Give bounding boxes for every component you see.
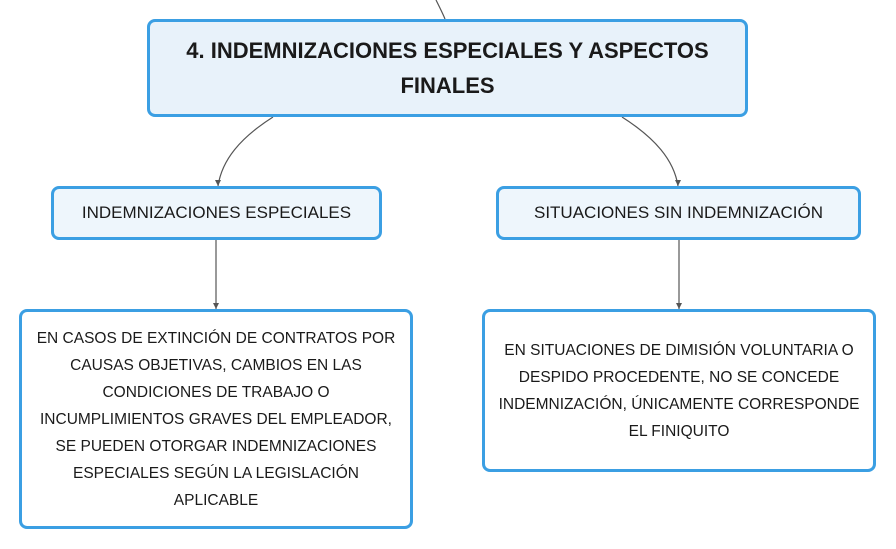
arrowhead-right-branch xyxy=(675,180,681,186)
arrowhead-right-detail xyxy=(676,303,682,309)
branch-title-indemnizaciones-especiales: INDEMNIZACIONES ESPECIALES xyxy=(81,203,352,222)
connector-parent-to-main xyxy=(435,0,446,20)
main-topic-node[interactable]: 4. INDEMNIZACIONES ESPECIALES Y ASPECTOS… xyxy=(147,19,748,117)
branch-node-indemnizaciones-especiales[interactable]: INDEMNIZACIONES ESPECIALES xyxy=(51,186,382,240)
detail-text-situaciones-sin-indemnizacion: EN SITUACIONES DE DIMISIÓN VOLUNTARIA O … xyxy=(498,341,860,440)
arrowhead-left-detail xyxy=(213,303,219,309)
branch-title-situaciones-sin-indemnizacion: SITUACIONES SIN INDEMNIZACIÓN xyxy=(533,203,824,222)
detail-text-indemnizaciones-especiales: EN CASOS DE EXTINCIÓN DE CONTRATOS POR C… xyxy=(36,329,396,509)
detail-node-indemnizaciones-especiales[interactable]: EN CASOS DE EXTINCIÓN DE CONTRATOS POR C… xyxy=(19,309,413,529)
connector-main-to-left-branch xyxy=(217,116,274,187)
connector-main-to-right-branch xyxy=(621,116,679,187)
arrowhead-left-branch xyxy=(215,180,221,186)
main-topic-text: 4. INDEMNIZACIONES ESPECIALES Y ASPECTOS… xyxy=(186,38,709,98)
branch-node-situaciones-sin-indemnizacion[interactable]: SITUACIONES SIN INDEMNIZACIÓN xyxy=(496,186,861,240)
detail-node-situaciones-sin-indemnizacion[interactable]: EN SITUACIONES DE DIMISIÓN VOLUNTARIA O … xyxy=(482,309,876,472)
